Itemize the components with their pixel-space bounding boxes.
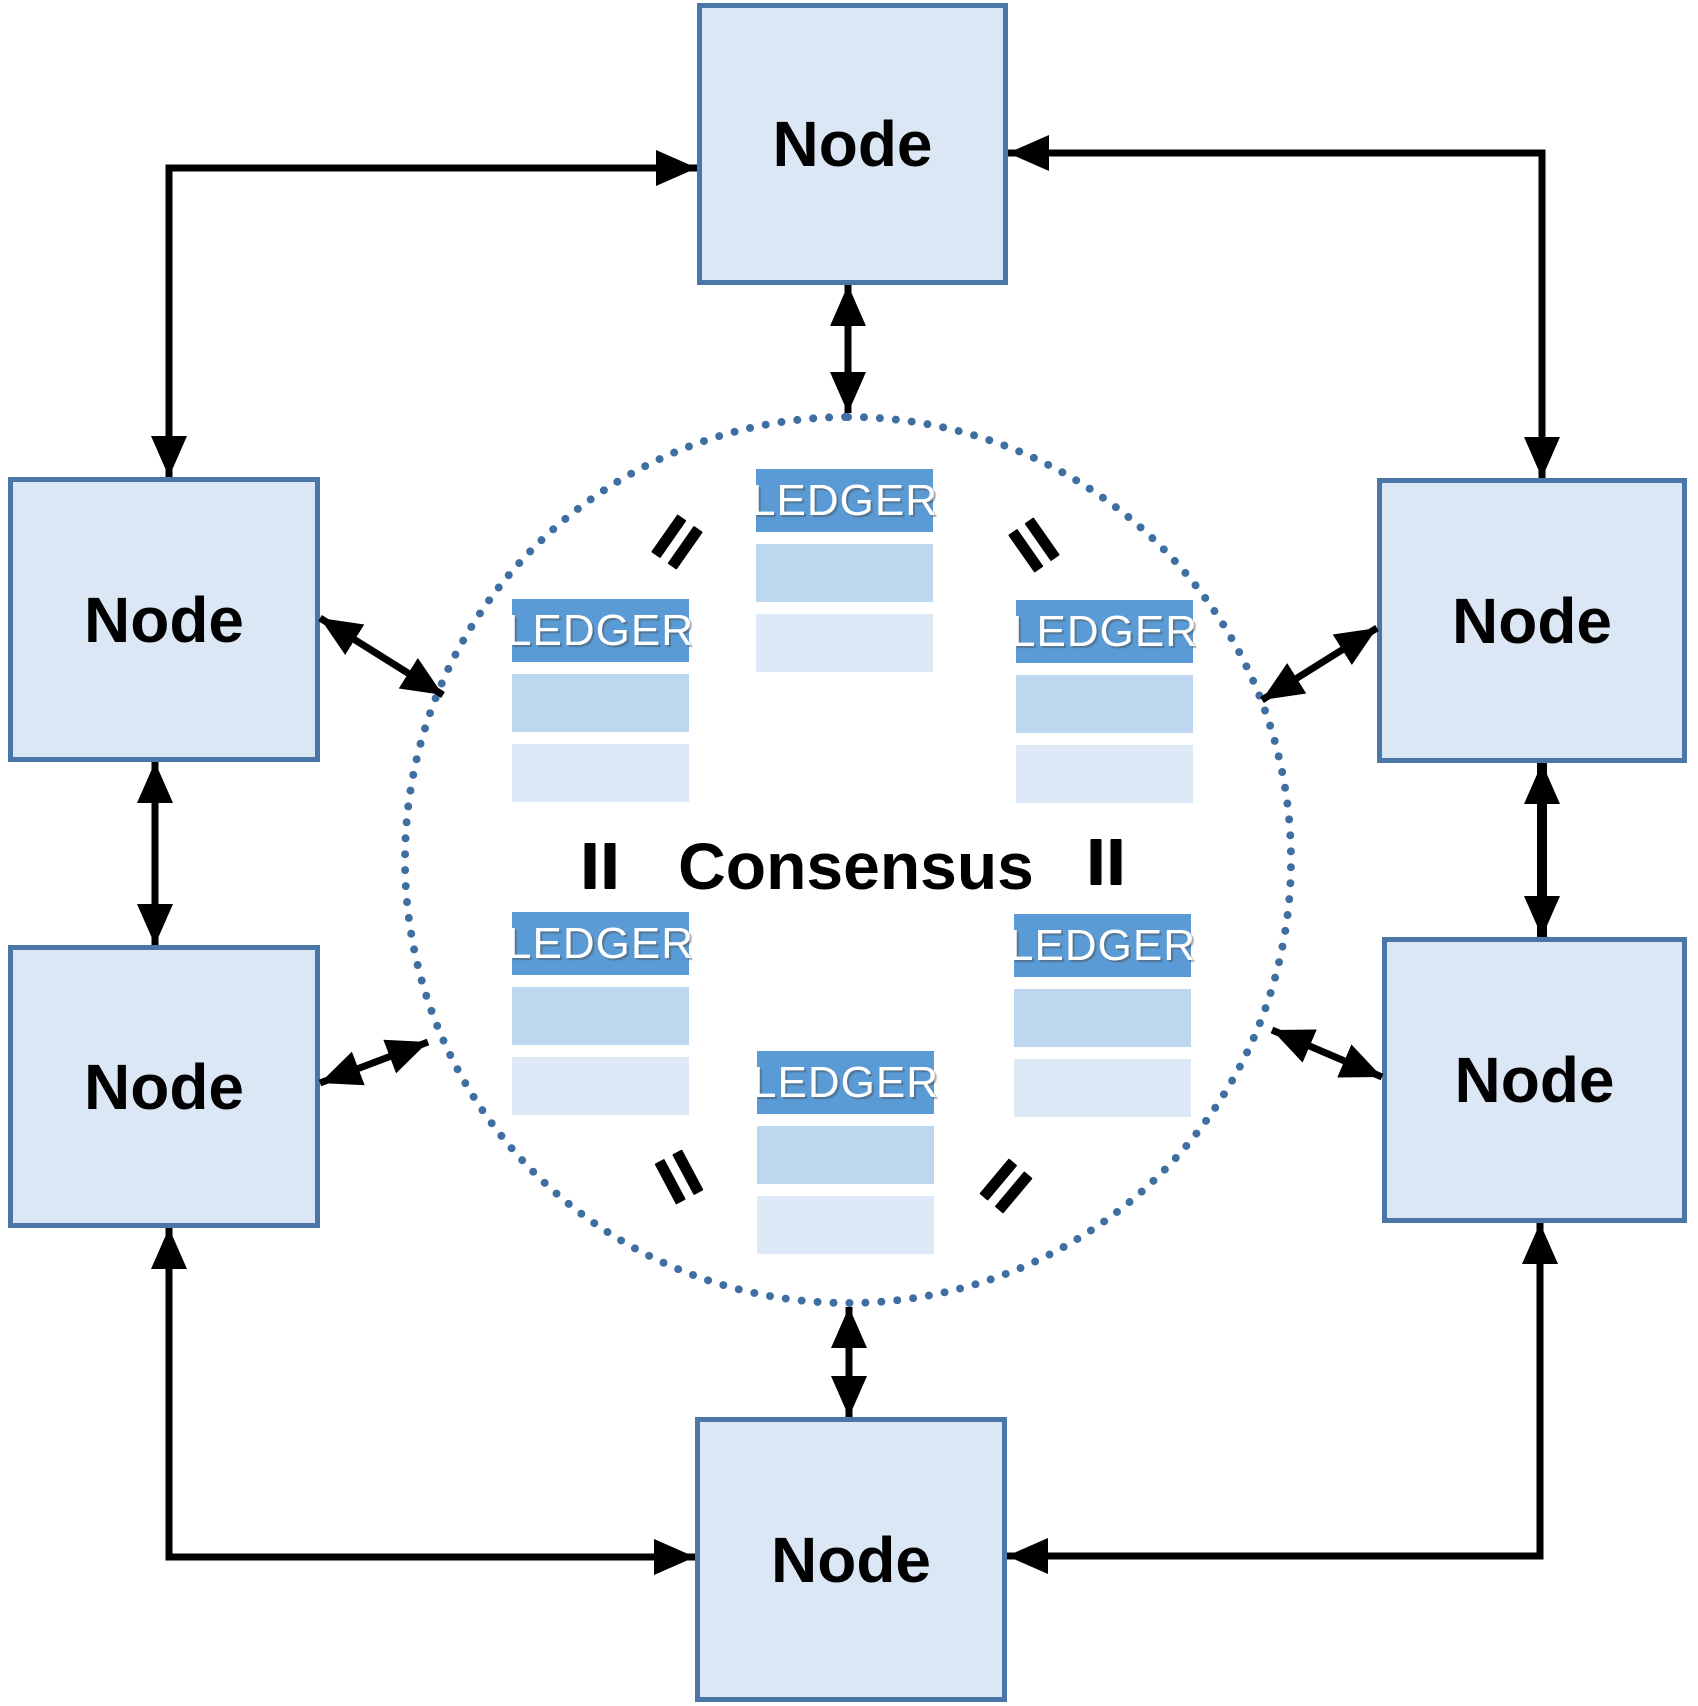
ledger-table-lower-right: LEDGER xyxy=(1009,914,1195,1117)
ledger-header: LEDGER xyxy=(752,1051,938,1114)
ledger-header: LEDGER xyxy=(751,469,937,532)
ledger-header: LEDGER xyxy=(1009,914,1195,977)
ledger-row xyxy=(1016,675,1193,733)
equals-icon xyxy=(584,843,616,889)
arrow-left-lower-node-circle xyxy=(318,1038,430,1087)
ledger-table-upper-left: LEDGER xyxy=(507,599,693,802)
arrow-right-upper-to-top-elbow xyxy=(1008,135,1560,478)
ledger-label: LEDGER xyxy=(1009,920,1196,970)
ledger-header: LEDGER xyxy=(1011,600,1197,663)
ledger-header: LEDGER xyxy=(507,599,693,662)
node-label: Node xyxy=(84,1050,244,1123)
consensus-circle-boundary xyxy=(401,413,1295,1307)
ledger-label: LEDGER xyxy=(751,475,938,525)
ledger-row xyxy=(512,674,689,732)
node-box-right-upper: Node xyxy=(1377,478,1687,763)
ledger-label: LEDGER xyxy=(1011,606,1198,656)
ledger-row xyxy=(756,544,933,602)
node-box-right-lower: Node xyxy=(1382,937,1687,1223)
ledger-label: LEDGER xyxy=(752,1057,939,1107)
node-box-bottom: Node xyxy=(695,1417,1007,1702)
ledger-row xyxy=(1014,1059,1191,1117)
node-box-left-lower: Node xyxy=(8,945,320,1228)
node-label: Node xyxy=(771,1523,931,1596)
node-label: Node xyxy=(1452,584,1612,657)
ledger-label: LEDGER xyxy=(507,918,694,968)
ledger-header: LEDGER xyxy=(507,912,693,975)
arrow-left-upper-to-top-elbow xyxy=(151,150,697,477)
ledger-table-top-center: LEDGER xyxy=(751,469,937,672)
ledger-row xyxy=(757,1126,934,1184)
node-label: Node xyxy=(772,108,933,180)
ledger-row xyxy=(512,1057,689,1115)
ledger-table-lower-left: LEDGER xyxy=(507,912,693,1115)
arrow-right-lower-node-circle xyxy=(1270,1026,1384,1081)
consensus-title: Consensus xyxy=(678,829,1034,903)
ledger-table-upper-right: LEDGER xyxy=(1011,600,1197,803)
ledger-row xyxy=(756,614,933,672)
node-label: Node xyxy=(1454,1044,1615,1116)
node-box-top: Node xyxy=(697,3,1008,285)
node-box-left-upper: Node xyxy=(8,477,320,762)
node-label: Node xyxy=(84,583,244,656)
ledger-row xyxy=(757,1196,934,1254)
ledger-row xyxy=(512,987,689,1045)
ledger-row xyxy=(1016,745,1193,803)
arrow-right-lower-to-bottom-elbow xyxy=(1007,1223,1558,1574)
arrow-left-lower-to-bottom-elbow xyxy=(151,1228,695,1575)
arrow-right-upper-node-circle xyxy=(1260,625,1379,703)
ledger-row xyxy=(512,744,689,802)
arrow-left-upper-node-circle xyxy=(318,615,445,698)
ledger-table-bottom-center: LEDGER xyxy=(752,1051,938,1254)
ledger-row xyxy=(1014,989,1191,1047)
ledger-label: LEDGER xyxy=(507,605,694,655)
